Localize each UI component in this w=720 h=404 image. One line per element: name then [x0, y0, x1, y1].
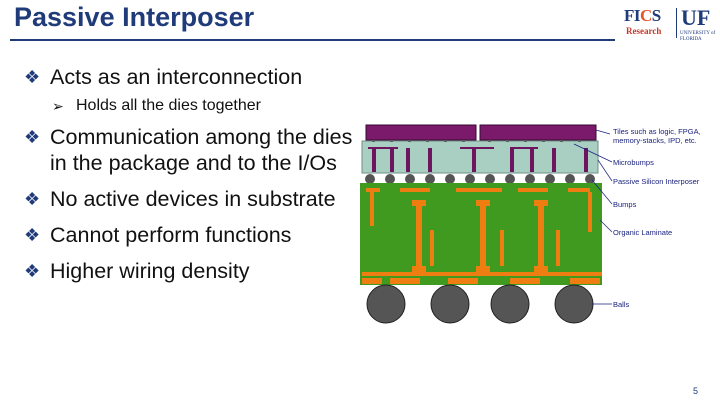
- fics-logo-text: FICS: [624, 6, 661, 25]
- label-bumps: Bumps: [613, 200, 637, 209]
- fics-research-text: Research: [626, 26, 662, 36]
- tile-die-left: [365, 124, 477, 141]
- page-number: 5: [692, 386, 698, 396]
- bullet-item: ❖ No active devices in substrate: [24, 187, 336, 211]
- four-diamond-icon: ❖: [24, 127, 41, 147]
- logo-divider: [676, 8, 677, 38]
- label-passive-silicon-interposer: Passive Silicon Interposer: [613, 177, 700, 186]
- label-tiles: Tiles such as logic, FPGA,memory-stacks,…: [613, 127, 701, 145]
- bullet-item: ❖ Communication among the dies in the pa…: [24, 125, 353, 175]
- four-diamond-icon: ❖: [24, 261, 41, 281]
- bump-row: [365, 174, 595, 184]
- tile-die-right: [479, 124, 597, 141]
- four-diamond-icon: ❖: [24, 67, 41, 87]
- title-underline: [10, 39, 615, 41]
- bullet-list: ❖ Acts as an interconnection ➢ Holds all…: [24, 64, 354, 294]
- sub-bullet-item: ➢ Holds all the dies together: [52, 97, 261, 114]
- label-organic-laminate: Organic Laminate: [613, 228, 673, 237]
- laminate-traces: [362, 188, 602, 284]
- label-balls: Balls: [613, 300, 630, 309]
- callout-lines: [573, 129, 613, 305]
- passive-silicon-interposer: [361, 140, 599, 174]
- bullet-item: ❖ Cannot perform functions: [24, 223, 292, 247]
- uf-logo-text: UF: [681, 5, 711, 30]
- label-microbumps: Microbumps: [613, 158, 654, 167]
- arrowhead-icon: ➢: [52, 98, 64, 114]
- ball-row: [366, 284, 594, 324]
- four-diamond-icon: ❖: [24, 225, 41, 245]
- slide-title: Passive Interposer: [14, 2, 255, 32]
- interposer-cross-section: [360, 124, 613, 324]
- bullet-item: ❖ Higher wiring density: [24, 259, 250, 283]
- interposer-diagram: Tiles such as logic, FPGA,memory-stacks,…: [360, 120, 720, 330]
- four-diamond-icon: ❖: [24, 189, 41, 209]
- bullet-item: ❖ Acts as an interconnection: [24, 65, 303, 89]
- microbump-row: [372, 140, 581, 142]
- interposer-vias: [368, 147, 588, 172]
